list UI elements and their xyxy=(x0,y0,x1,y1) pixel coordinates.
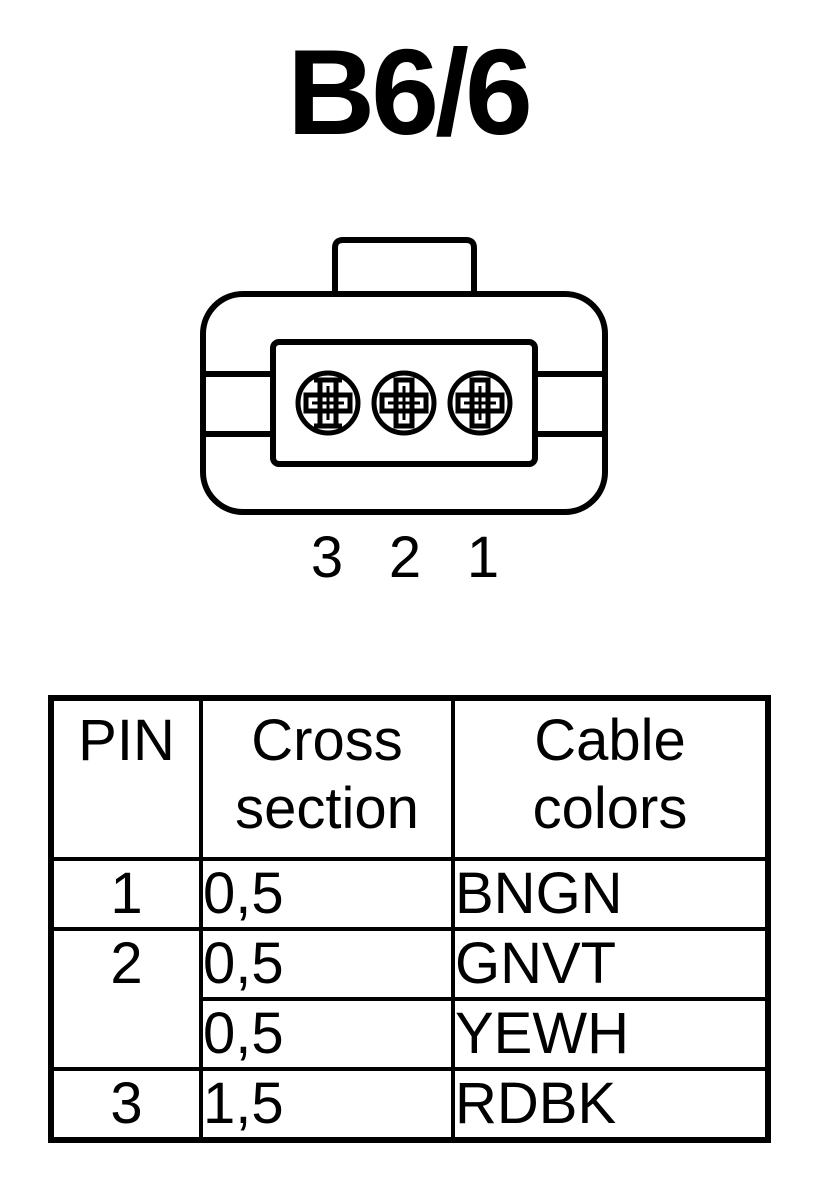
connector-housing xyxy=(200,291,608,515)
cable-color-cell: BNGN xyxy=(451,857,770,931)
cable-color-cell: GNVT xyxy=(451,927,770,1001)
header-cross-section: Cross section xyxy=(199,696,455,861)
pin-label-2: 2 xyxy=(388,525,422,590)
pin-label-3: 3 xyxy=(310,525,344,590)
header-pin: PIN xyxy=(49,696,203,861)
table-row: 3 1,5 RDBK xyxy=(49,1067,770,1142)
pin-cell: 3 xyxy=(49,1067,203,1142)
table-row: 2 0,5 GNVT xyxy=(49,927,770,1071)
header-cable-colors: Cable colors xyxy=(451,696,770,861)
cross-section-cell: 0,5 xyxy=(199,857,455,931)
pin-2-terminal xyxy=(371,370,437,436)
pin-number-labels: 3 2 1 xyxy=(0,528,816,588)
cross-section-cell: 1,5 xyxy=(199,1067,455,1142)
table-row: 1 0,5 BNGN xyxy=(49,857,770,931)
connector-latch xyxy=(332,237,477,294)
cable-color-cell: RDBK xyxy=(451,1067,770,1142)
connector-title: B6/6 xyxy=(287,24,533,160)
connector-pin-block xyxy=(270,339,538,467)
pin-1-terminal xyxy=(447,370,513,436)
pin-label-1: 1 xyxy=(466,525,500,590)
pin-cell: 1 xyxy=(49,857,203,931)
cross-section-cell: 0,5 xyxy=(199,997,455,1071)
cable-color-cell: YEWH xyxy=(451,997,770,1071)
table-row: 0,5 YEWH xyxy=(51,997,770,1071)
cross-section-cell: 0,5 xyxy=(199,927,455,1001)
connector-diagram xyxy=(200,237,608,515)
pin-cell: 2 xyxy=(49,927,203,1071)
pin-assignment-table: PIN Cross section Cable colors 1 0,5 BNG… xyxy=(48,695,771,1143)
table-header-row: PIN Cross section Cable colors xyxy=(49,696,770,861)
pin-3-terminal xyxy=(295,370,361,436)
